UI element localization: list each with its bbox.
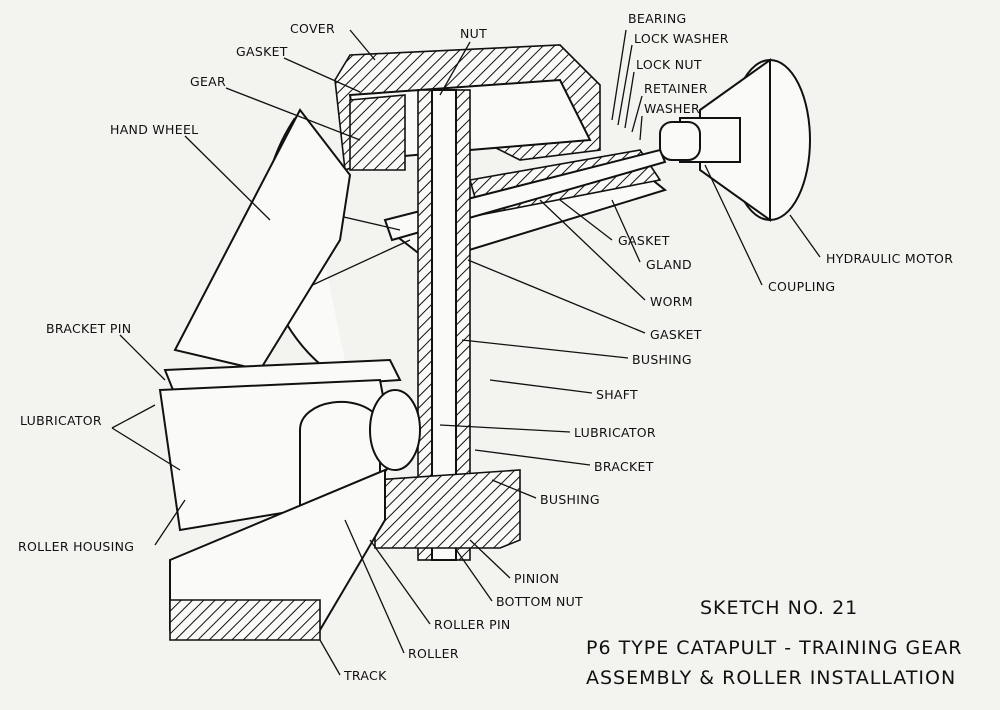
label-hydraulic-motor: HYDRAULIC MOTOR xyxy=(826,251,953,266)
label-nut: NUT xyxy=(460,26,487,41)
label-retainer: RETAINER xyxy=(644,81,708,96)
label-roller-pin: ROLLER PIN xyxy=(434,617,511,632)
label-bearing: BEARING xyxy=(628,11,687,26)
label-shaft: SHAFT xyxy=(596,387,638,402)
label-bushing-lower: BUSHING xyxy=(540,492,600,507)
label-bottom-nut: BOTTOM NUT xyxy=(496,594,583,609)
label-pinion: PINION xyxy=(514,571,559,586)
label-gasket-top: GASKET xyxy=(236,44,288,59)
track xyxy=(169,468,386,641)
label-lock-nut: LOCK NUT xyxy=(636,57,702,72)
hydraulic-motor xyxy=(679,58,811,222)
label-bracket: BRACKET xyxy=(594,459,654,474)
label-lubricator-left: LUBRICATOR xyxy=(20,413,102,428)
label-lubricator-right: LUBRICATOR xyxy=(574,425,656,440)
label-gear: GEAR xyxy=(190,74,226,89)
label-hand-wheel: HAND WHEEL xyxy=(110,122,198,137)
label-coupling: COUPLING xyxy=(768,279,835,294)
label-lock-washer: LOCK WASHER xyxy=(634,31,729,46)
sketch-title-line1: P6 TYPE CATAPULT - TRAINING GEAR xyxy=(586,637,962,659)
label-gasket-worm: GASKET xyxy=(618,233,670,248)
label-roller-housing: ROLLER HOUSING xyxy=(18,539,134,554)
sketch-number: SKETCH NO. 21 xyxy=(700,597,858,619)
leader-lines xyxy=(111,29,821,676)
label-gasket-mid: GASKET xyxy=(650,327,702,342)
label-gland: GLAND xyxy=(646,257,692,272)
label-cover: COVER xyxy=(290,21,335,36)
label-bracket-pin: BRACKET PIN xyxy=(46,321,131,336)
sketch-title-line2: ASSEMBLY & ROLLER INSTALLATION xyxy=(586,667,956,689)
label-bushing-upper: BUSHING xyxy=(632,352,692,367)
pinion xyxy=(374,469,521,549)
label-roller: ROLLER xyxy=(408,646,459,661)
label-track: TRACK xyxy=(343,668,387,683)
label-worm: WORM xyxy=(650,294,693,309)
coupling xyxy=(659,121,701,161)
label-washer: WASHER xyxy=(644,101,700,116)
